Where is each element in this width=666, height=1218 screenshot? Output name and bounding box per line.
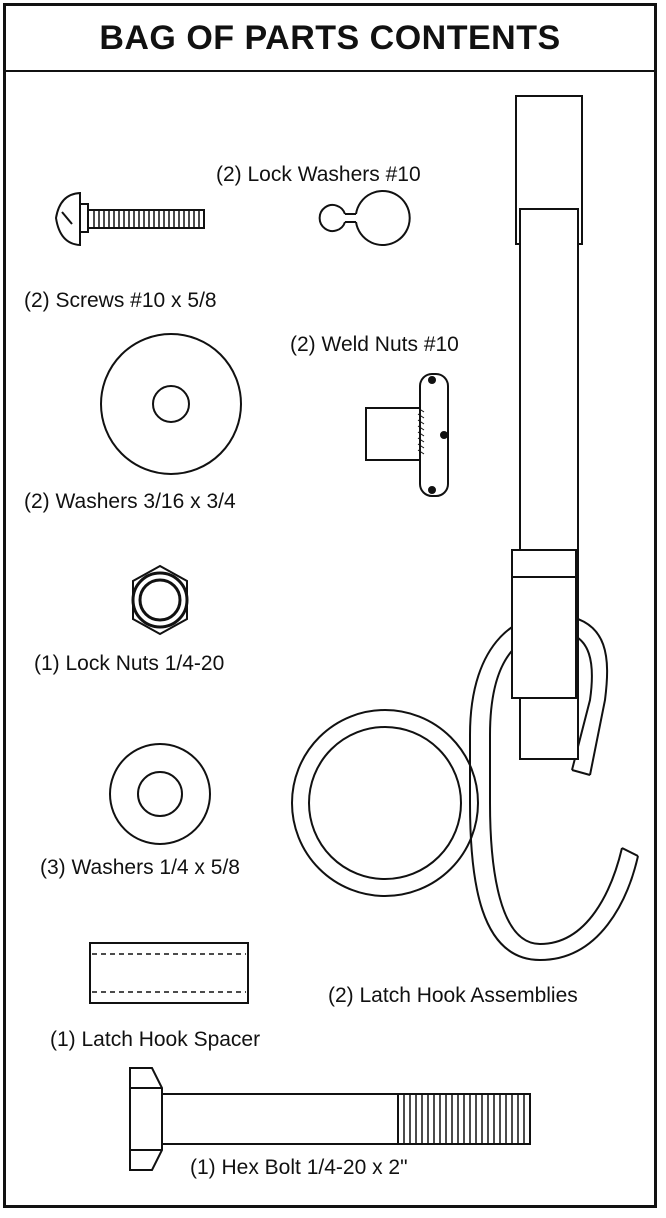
title-bar: BAG OF PARTS CONTENTS (6, 6, 654, 72)
part-label-washers-small: (3) Washers 1/4 x 5/8 (40, 856, 240, 879)
screw-icon (54, 191, 205, 247)
hex-bolt-icon (129, 1067, 531, 1171)
spacer-icon (89, 942, 249, 1004)
page-title: BAG OF PARTS CONTENTS (99, 18, 561, 57)
washer-large-icon (100, 333, 242, 475)
part-label-spacer: (1) Latch Hook Spacer (50, 1028, 261, 1051)
parts-panel: BAG OF PARTS CONTENTS (3, 3, 657, 1208)
part-label-lock-nuts: (1) Lock Nuts 1/4-20 (34, 652, 225, 675)
lock-washer-icon (318, 190, 411, 246)
part-label-weld-nuts: (2) Weld Nuts #10 (290, 333, 459, 356)
part-label-screws: (2) Screws #10 x 5/8 (24, 289, 217, 312)
part-label-washers-large: (2) Washers 3/16 x 3/4 (24, 490, 236, 513)
latch-hook-icon (291, 95, 639, 962)
washer-small-icon (109, 743, 211, 845)
part-label-hex-bolt: (1) Hex Bolt 1/4-20 x 2" (190, 1156, 408, 1179)
weld-nut-icon (365, 373, 449, 497)
part-label-lock-washers: (2) Lock Washers #10 (216, 163, 421, 186)
part-label-latch-hook: (2) Latch Hook Assemblies (328, 984, 578, 1007)
lock-nut-icon (131, 564, 189, 636)
